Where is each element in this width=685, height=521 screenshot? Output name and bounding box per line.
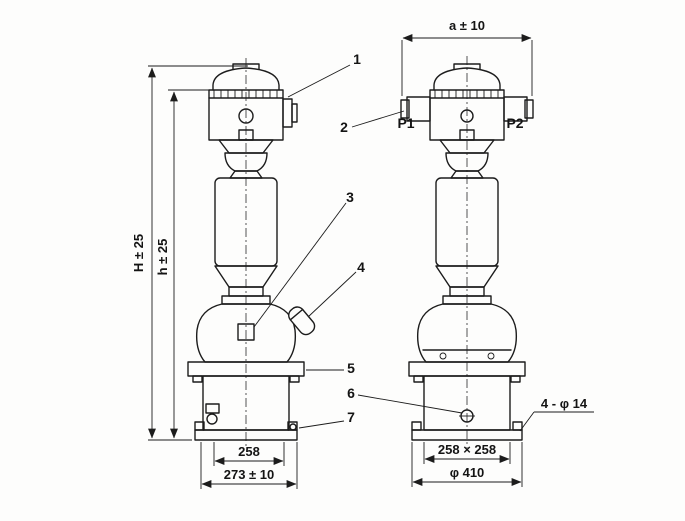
dim-a: a ± 10 [449, 18, 485, 33]
front-view [187, 58, 316, 448]
head-bolt [238, 108, 254, 124]
head-hatching [434, 90, 499, 98]
base-plate [194, 429, 298, 441]
callout-4: 4 [357, 259, 365, 275]
dim-holes: 4 - φ 14 [541, 396, 588, 411]
dim-base-width: 273 ± 10 [224, 467, 275, 482]
terminal-p2-pad [524, 99, 534, 119]
side-terminal-pad [291, 103, 298, 123]
head-bolt [460, 109, 474, 123]
callouts: 1 2 3 4 5 6 7 P1 P2 [253, 51, 524, 429]
dimensions: H ± 25 h ± 25 258 273 ± 10 a ± 10 258 × … [131, 18, 594, 489]
valve-fitting [205, 403, 220, 414]
terminal-label-p1: P1 [397, 115, 414, 131]
dome-top-step [232, 63, 260, 70]
callout-7: 7 [347, 409, 355, 425]
terminal-p1 [406, 96, 431, 122]
valve-bolt [206, 413, 218, 425]
terminal-p2 [503, 96, 528, 122]
side-view [400, 56, 534, 448]
dim-base-pitch: 258 [238, 444, 260, 459]
base-bolt [289, 423, 297, 431]
dome-top-step [453, 63, 481, 70]
side-terminal [282, 98, 293, 128]
dim-H: H ± 25 [131, 234, 146, 272]
tank-nameplate [237, 323, 255, 341]
callout-5: 5 [347, 360, 355, 376]
dim-plate: 258 × 258 [438, 442, 496, 457]
dim-circle: φ 410 [450, 465, 485, 480]
terminal-label-p2: P2 [506, 115, 523, 131]
head-hatching [213, 90, 278, 98]
callout-6: 6 [347, 385, 355, 401]
dome-cap [433, 67, 501, 91]
dome-cap [212, 67, 280, 91]
callout-2: 2 [340, 119, 348, 135]
callout-1: 1 [353, 51, 361, 67]
base-plate [411, 429, 523, 441]
terminal-p1-pad [400, 99, 410, 119]
callout-3: 3 [346, 189, 354, 205]
dim-h: h ± 25 [155, 239, 170, 276]
side-nozzle [288, 306, 316, 336]
